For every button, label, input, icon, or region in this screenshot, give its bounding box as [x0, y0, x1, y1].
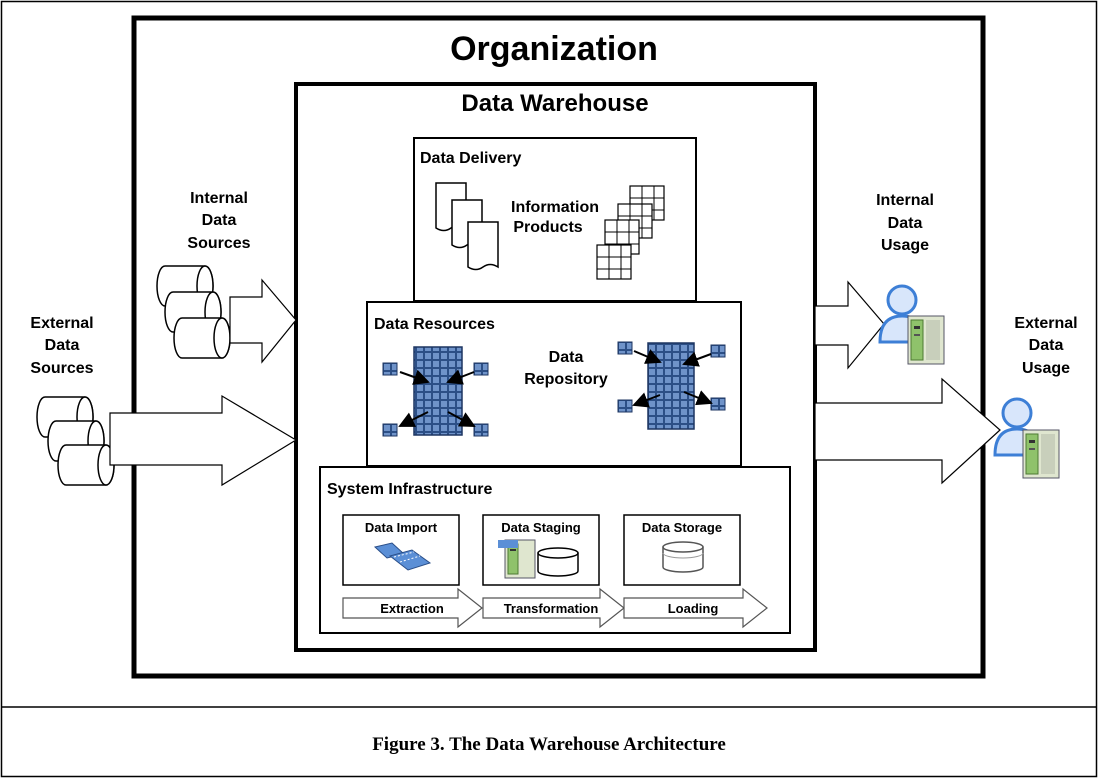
- data-warehouse-title: Data Warehouse: [461, 90, 648, 117]
- transformation-arrow: [482, 587, 625, 629]
- internal-usage-arrow: [814, 280, 885, 370]
- data-import-box: [342, 514, 460, 586]
- system-infrastructure-title: System Infrastructure: [327, 481, 492, 498]
- data-repository-grid-right-icon: [617, 341, 726, 430]
- external-sources-label-line2: Data: [45, 337, 80, 354]
- data-storage-label: Data Storage: [642, 520, 722, 535]
- internal-usage-label-line1: Internal: [876, 192, 934, 209]
- external-sources-label-line3: Sources: [30, 360, 93, 377]
- transformation-label: Transformation: [504, 601, 599, 616]
- staging-server-icon: [498, 539, 536, 579]
- external-usage-label-line1: External: [1014, 315, 1077, 332]
- connector-plug-icon: [373, 542, 432, 571]
- internal-sources-label-line1: Internal: [190, 190, 248, 207]
- internal-sources-arrow: [229, 278, 297, 364]
- internal-usage-label-line2: Data: [888, 215, 923, 232]
- information-products-label-line1: Information: [511, 199, 599, 216]
- loading-label: Loading: [668, 601, 719, 616]
- internal-sources-label-line3: Sources: [187, 235, 250, 252]
- data-repository-grid-left-icon: [382, 346, 489, 437]
- figure-caption: Figure 3. The Data Warehouse Architectur…: [372, 734, 726, 755]
- extraction-arrow: [342, 587, 483, 629]
- staging-database-icon: [537, 547, 579, 577]
- external-usage-label-line3: Usage: [1022, 360, 1070, 377]
- external-sources-arrow: [109, 394, 298, 487]
- data-resources-title: Data Resources: [374, 316, 495, 333]
- storage-database-icon: [662, 541, 704, 573]
- data-import-label: Data Import: [365, 520, 438, 535]
- data-staging-label: Data Staging: [501, 520, 581, 535]
- extraction-label: Extraction: [380, 601, 444, 616]
- internal-sources-label-line2: Data: [202, 212, 237, 229]
- external-usage-arrow: [814, 377, 1001, 485]
- external-usage-label-line2: Data: [1029, 337, 1064, 354]
- loading-arrow: [623, 587, 768, 629]
- external-sources-label-line1: External: [30, 315, 93, 332]
- organization-title: Organization: [450, 30, 658, 68]
- information-products-label-line2: Products: [513, 219, 582, 236]
- data-repository-label-line1: Data: [549, 349, 584, 366]
- data-delivery-title: Data Delivery: [420, 150, 521, 167]
- data-repository-label-line2: Repository: [524, 371, 608, 388]
- internal-usage-label-line3: Usage: [881, 237, 929, 254]
